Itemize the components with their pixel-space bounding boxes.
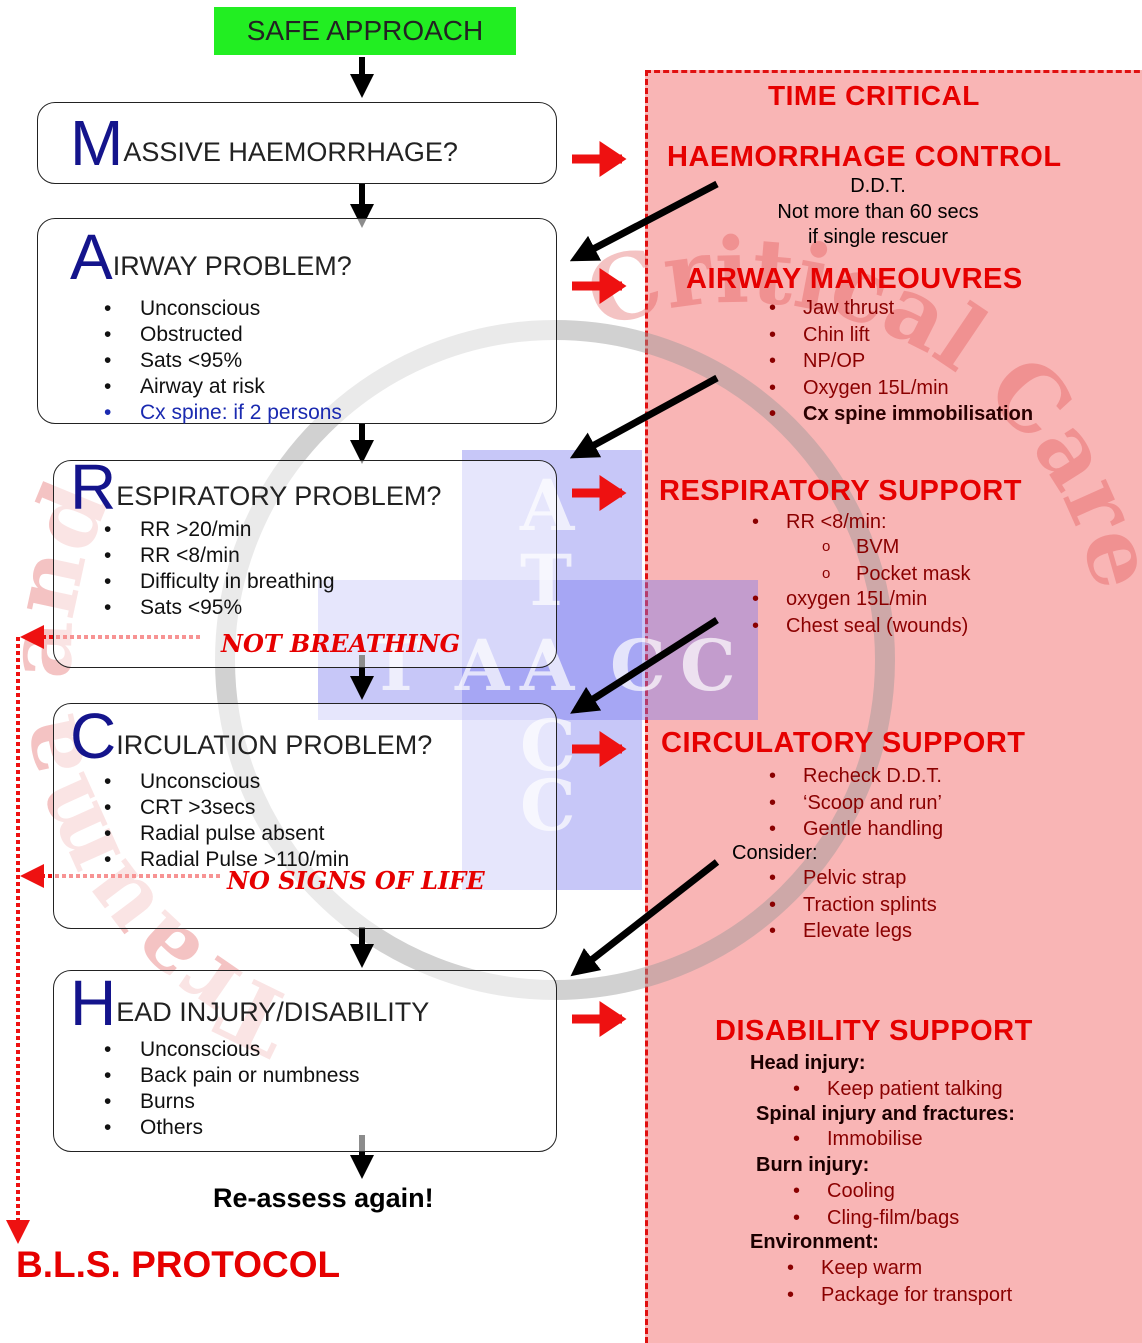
list-item: Back pain or numbness	[100, 1063, 359, 1089]
list-item: oxygen 15L/min	[752, 586, 968, 613]
note-line: if single rescuer	[807, 226, 949, 248]
list-item: RR <8/min	[100, 543, 335, 569]
head-injury-disability-box: HEAD INJURY/DISABILITY Unconscious Back …	[53, 970, 557, 1152]
environment-label: Environment:	[750, 1231, 879, 1253]
list-item: Others	[100, 1115, 359, 1141]
respiratory-support-list: RR <8/min:	[752, 509, 887, 536]
no-signs-of-life-label: NO SIGNS OF LIFE	[227, 866, 485, 895]
list-item: Obstructed	[100, 322, 342, 348]
return-arrows	[569, 180, 720, 977]
massive-haemorrhage-box: MASSIVE HAEMORRHAGE?	[37, 102, 557, 184]
list-item: Jaw thrust	[769, 295, 1033, 322]
circulation-problem-box: CIRCULATION PROBLEM? Unconscious CRT >3s…	[53, 703, 557, 929]
list-item: Package for transport	[787, 1282, 1012, 1309]
list-item: Pocket mask	[822, 561, 970, 588]
list-item: Burns	[100, 1089, 359, 1115]
spinal-injury-label: Spinal injury and fractures:	[756, 1103, 1015, 1125]
safe-approach-label: SAFE APPROACH	[246, 15, 484, 46]
list-item: Cooling	[793, 1178, 959, 1205]
respiratory-support-list-2: oxygen 15L/min Chest seal (wounds)	[752, 586, 968, 639]
burn-injury-list: Cooling Cling-film/bags	[793, 1178, 959, 1231]
head-injury-disability-list: Unconscious Back pain or numbness Burns …	[100, 1037, 359, 1141]
list-item: Elevate legs	[769, 918, 937, 945]
head-injury-label: Head injury:	[750, 1052, 866, 1074]
airway-problem-box: AIRWAY PROBLEM? Unconscious Obstructed S…	[37, 218, 557, 426]
list-item: Keep patient talking	[793, 1076, 1003, 1103]
airway-problem-list: Unconscious Obstructed Sats <95% Airway …	[100, 296, 342, 426]
list-item: Gentle handling	[769, 816, 943, 843]
circulation-problem-list: Unconscious CRT >3secs Radial pulse abse…	[100, 769, 349, 873]
consider-list: Pelvic strap Traction splints Elevate le…	[769, 865, 937, 945]
airway-maneouvres-heading: AIRWAY MANEOUVRES	[686, 263, 1023, 295]
list-item: Difficulty in breathing	[100, 569, 335, 595]
respiratory-support-sublist: BVM Pocket mask	[822, 534, 970, 587]
list-item: BVM	[822, 534, 970, 561]
bls-protocol-label: B.L.S. PROTOCOL	[16, 1244, 341, 1285]
reassess-label: Re-assess again!	[213, 1183, 434, 1213]
head-injury-disability-title: HEAD INJURY/DISABILITY	[70, 967, 430, 1039]
circulatory-support-heading: CIRCULATORY SUPPORT	[661, 727, 1026, 759]
list-item: Unconscious	[100, 296, 342, 322]
haemorrhage-control-notes: D.D.T. Not more than 60 secs if single r…	[650, 174, 1106, 251]
list-item: Traction splints	[769, 892, 937, 919]
respiratory-problem-list: RR >20/min RR <8/min Difficulty in breat…	[100, 517, 335, 621]
airway-problem-title: AIRWAY PROBLEM?	[70, 221, 352, 293]
list-item: Radial Pulse >110/min	[100, 847, 349, 873]
time-critical-title: TIME CRITICAL	[768, 80, 980, 111]
list-item: Sats <95%	[100, 595, 335, 621]
right-arrows	[572, 141, 627, 1037]
list-item: Chest seal (wounds)	[752, 613, 968, 640]
environment-list: Keep warm Package for transport	[787, 1255, 1012, 1308]
list-item: Chin lift	[769, 322, 1033, 349]
respiratory-support-heading: RESPIRATORY SUPPORT	[659, 475, 1022, 507]
list-item: CRT >3secs	[100, 795, 349, 821]
head-injury-list: Keep patient talking	[793, 1076, 1003, 1103]
list-item: Cx spine immobilisation	[769, 401, 1033, 428]
list-item: Keep warm	[787, 1255, 1012, 1282]
list-item: Radial pulse absent	[100, 821, 349, 847]
circulatory-support-list: Recheck D.D.T. ‘Scoop and run’ Gentle ha…	[769, 763, 943, 843]
circulation-problem-title: CIRCULATION PROBLEM?	[70, 700, 433, 772]
list-item: Pelvic strap	[769, 865, 937, 892]
list-item: Recheck D.D.T.	[769, 763, 943, 790]
list-item: Unconscious	[100, 769, 349, 795]
list-item: Oxygen 15L/min	[769, 375, 1033, 402]
note-line: Not more than 60 secs	[777, 200, 979, 223]
list-item: RR >20/min	[100, 517, 335, 543]
list-item: ‘Scoop and run’	[769, 790, 943, 817]
list-item: Cling-film/bags	[793, 1205, 959, 1232]
list-item: Immobilise	[793, 1126, 923, 1153]
airway-maneouvres-list: Jaw thrust Chin lift NP/OP Oxygen 15L/mi…	[769, 295, 1033, 428]
list-item: RR <8/min:	[752, 509, 887, 536]
list-item: Cx spine: if 2 persons	[100, 400, 342, 426]
list-item: NP/OP	[769, 348, 1033, 375]
haemorrhage-control-heading: HAEMORRHAGE CONTROL	[667, 141, 1062, 173]
list-item: Airway at risk	[100, 374, 342, 400]
spinal-injury-list: Immobilise	[793, 1126, 923, 1153]
not-breathing-label: NOT BREATHING	[221, 629, 461, 658]
disability-support-heading: DISABILITY SUPPORT	[715, 1015, 1033, 1047]
respiratory-problem-box: RESPIRATORY PROBLEM? RR >20/min RR <8/mi…	[53, 455, 557, 668]
list-item: Unconscious	[100, 1037, 359, 1063]
burn-injury-label: Burn injury:	[756, 1154, 870, 1176]
massive-haemorrhage-title: MASSIVE HAEMORRHAGE?	[70, 107, 458, 179]
list-item: Sats <95%	[100, 348, 342, 374]
note-line: D.D.T.	[850, 175, 906, 197]
consider-label: Consider:	[732, 842, 818, 864]
safe-approach-box: SAFE APPROACH	[214, 7, 516, 55]
respiratory-problem-title: RESPIRATORY PROBLEM?	[70, 451, 442, 523]
